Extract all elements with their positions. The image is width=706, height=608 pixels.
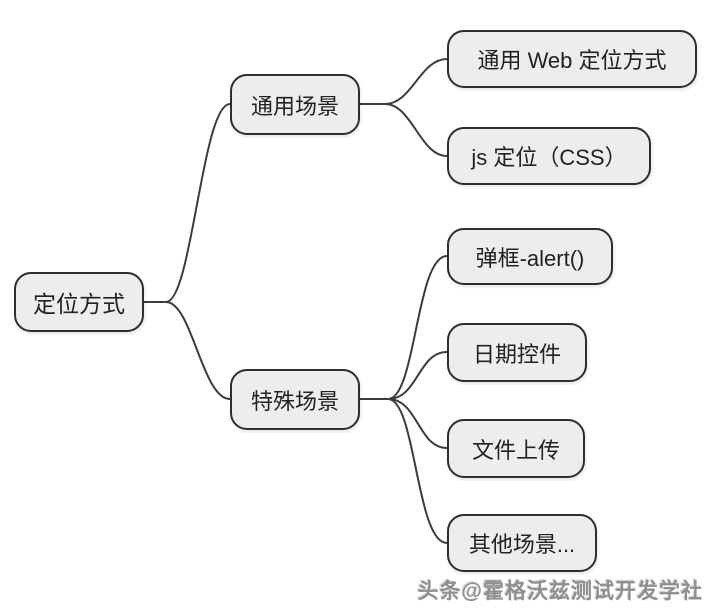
node-js-css-locating[interactable]: js 定位（CSS）: [447, 127, 651, 185]
connector-special-to-date: [387, 351, 448, 400]
node-label: 通用 Web 定位方式: [477, 48, 667, 73]
node-special-scenario[interactable]: 特殊场景: [230, 369, 360, 430]
node-general-web-locating[interactable]: 通用 Web 定位方式: [447, 30, 697, 88]
node-label: 通用场景: [250, 93, 339, 119]
node-label: 定位方式: [33, 291, 125, 317]
node-root-locating-method[interactable]: 定位方式: [14, 272, 144, 332]
node-label: 特殊场景: [250, 388, 339, 414]
node-label: js 定位（CSS）: [471, 145, 627, 170]
connector-general-to-js: [384, 103, 448, 157]
node-label: 日期控件: [472, 341, 561, 367]
connector-special-to-others: [387, 398, 448, 544]
node-popup-alert[interactable]: 弹框-alert(): [447, 228, 613, 285]
node-label: 文件上传: [471, 437, 560, 463]
node-label: 其他场景...: [468, 532, 576, 557]
node-label: 弹框-alert(): [475, 245, 585, 271]
connector-special-to-upload: [387, 398, 448, 449]
node-file-upload[interactable]: 文件上传: [447, 419, 585, 478]
connector-special-to-alert: [387, 255, 448, 400]
watermark-text: 头条@霍格沃兹测试开发学社: [417, 580, 703, 603]
connector-root-to-special: [165, 301, 231, 400]
node-general-scenario[interactable]: 通用场景: [230, 74, 360, 135]
node-date-widget[interactable]: 日期控件: [447, 323, 587, 382]
node-other-scenarios[interactable]: 其他场景...: [447, 514, 597, 572]
connector-general-to-web: [384, 58, 448, 105]
connector-root-to-general: [165, 103, 231, 303]
